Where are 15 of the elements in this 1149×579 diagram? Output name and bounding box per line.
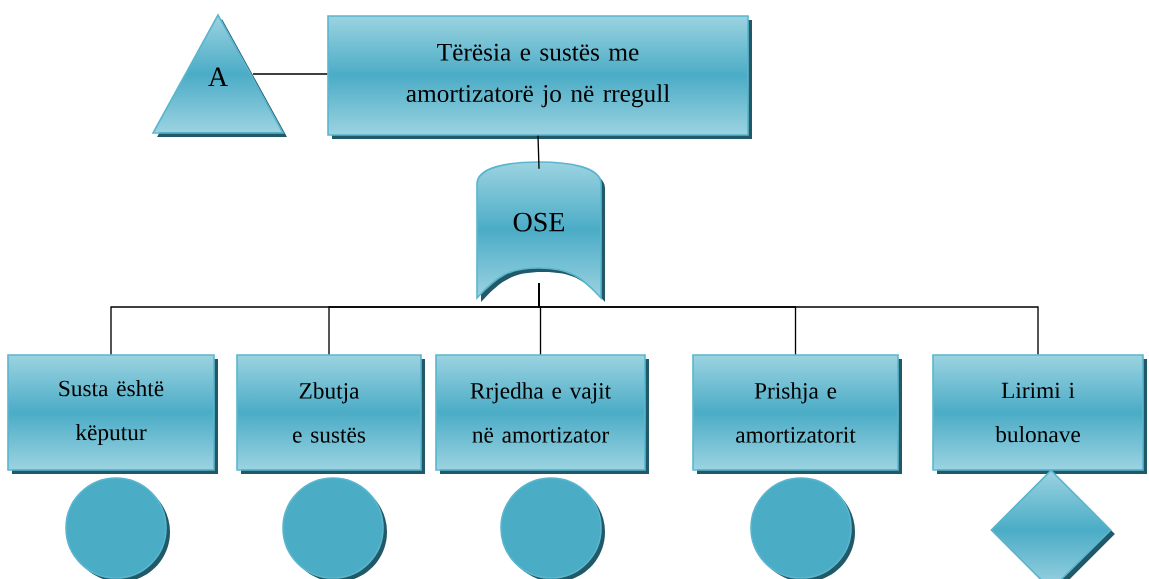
event-box: Prishja e amortizatorit bbox=[692, 354, 902, 474]
basic-event-circle bbox=[282, 477, 387, 579]
connector-line bbox=[252, 73, 328, 75]
or-gate: OSE bbox=[476, 161, 605, 302]
event-box: Susta është këputur bbox=[7, 354, 218, 474]
event-box: Lirimi i bulonave bbox=[932, 354, 1147, 474]
connector-line bbox=[538, 282, 1039, 355]
basic-event-circle bbox=[65, 477, 170, 579]
connector-line bbox=[537, 135, 540, 170]
event-box: Rrjedha e vajit në amortizator bbox=[435, 354, 649, 474]
event-box: Zbutja e sustës bbox=[236, 354, 425, 474]
undeveloped-event-diamond bbox=[990, 469, 1115, 579]
event-box: Tërësia e sustës me amortizatorë jo në rregull bbox=[327, 15, 752, 139]
basic-event-circle bbox=[750, 477, 855, 579]
basic-event-circle bbox=[500, 477, 605, 579]
